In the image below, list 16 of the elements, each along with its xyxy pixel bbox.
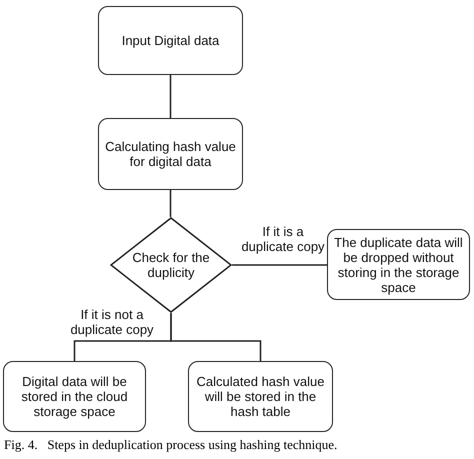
- connector-line: [170, 190, 172, 217]
- node-text: Calculated hash value will be stored in the hash table: [196, 374, 326, 419]
- node-text: Check for the duplicity: [131, 250, 211, 280]
- node-text: Input Digital data: [122, 33, 220, 48]
- node-text: Digital data will be stored in the cloud storage space: [20, 374, 129, 419]
- process-box: [327, 229, 470, 300]
- node-text: Calculating hash value for digital data: [104, 139, 237, 169]
- connector-line: [170, 313, 262, 361]
- figure-caption: Fig. 4. Steps in deduplication process using hashing technique.: [4, 437, 338, 453]
- process-box: [188, 361, 333, 432]
- process-box: [98, 6, 243, 75]
- connector-line: [232, 264, 327, 266]
- process-box: [98, 118, 243, 190]
- node-text: The duplicate data will be dropped without storing in the storage space: [333, 234, 464, 294]
- process-box: [3, 361, 146, 432]
- connector-line: [170, 75, 172, 118]
